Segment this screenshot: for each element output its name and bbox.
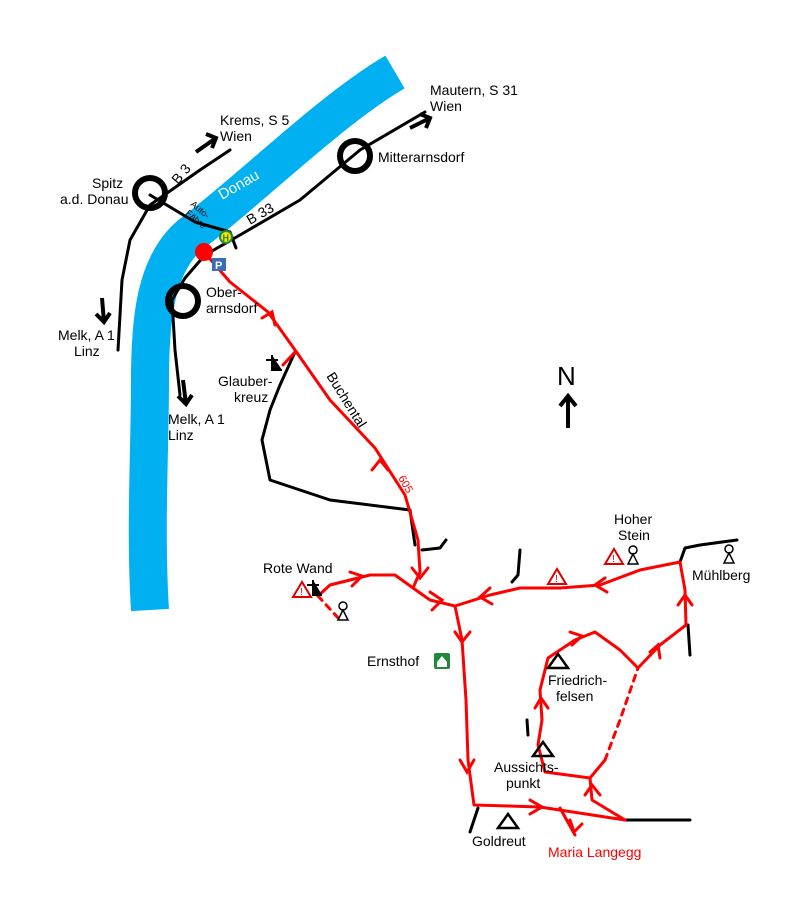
svg-text:Spitz: Spitz [92, 175, 123, 191]
lookout-tower-icon [336, 601, 350, 621]
svg-text:a.d. Donau: a.d. Donau [60, 191, 129, 207]
svg-text:Stein: Stein [618, 527, 650, 543]
svg-text:Linz: Linz [168, 427, 194, 443]
bus-stop-icon [219, 230, 233, 244]
lookout-tower-icon [722, 544, 736, 564]
svg-text:!: ! [612, 554, 615, 565]
svg-text:Mitterarnsdorf: Mitterarnsdorf [378, 149, 464, 165]
town-mitterarnsdorf [337, 138, 373, 174]
svg-text:punkt: punkt [506, 775, 540, 791]
lookout-tower-icon [626, 545, 640, 565]
b3-label: B 3 [168, 160, 194, 187]
cross-icon [307, 580, 322, 596]
danube-river [128, 55, 405, 612]
peak-icon [495, 811, 521, 830]
svg-text:!: ! [555, 574, 558, 585]
cross-icon [266, 355, 282, 371]
svg-text:Linz: Linz [74, 343, 100, 359]
svg-text:Rote Wand: Rote Wand [263, 560, 333, 576]
svg-text:Maria Langegg: Maria Langegg [548, 844, 641, 860]
place-labels: Spitz a.d. Donau Krems, S 5 Wien Mautern… [58, 82, 750, 860]
svg-text:Wien: Wien [220, 128, 252, 144]
start-point [195, 243, 213, 261]
parking-label: P [215, 260, 222, 272]
svg-text:Mühlberg: Mühlberg [692, 567, 750, 583]
direction-arrows [94, 112, 433, 408]
svg-text:Melk, A 1: Melk, A 1 [58, 327, 115, 343]
svg-text:felsen: felsen [556, 688, 593, 704]
peak-icon [530, 739, 556, 758]
svg-text:Mautern, S 31: Mautern, S 31 [430, 82, 518, 98]
svg-text:Wien: Wien [430, 98, 462, 114]
svg-text:kreuz: kreuz [234, 389, 268, 405]
peak-icon [545, 651, 571, 670]
svg-text:Glauber-: Glauber- [218, 373, 273, 389]
compass-north: N [557, 361, 576, 391]
svg-text:Goldreut: Goldreut [472, 833, 526, 849]
parking-icon [212, 258, 226, 271]
svg-text:Friedrich-: Friedrich- [548, 672, 607, 688]
svg-text:Aussichts-: Aussichts- [494, 759, 559, 775]
north-arrow-icon [558, 392, 578, 428]
hut-icon [434, 653, 450, 669]
svg-text:Melk, A 1: Melk, A 1 [168, 411, 225, 427]
svg-text:Hoher: Hoher [614, 511, 652, 527]
bus-stop-label: H [223, 233, 230, 243]
warning-icon: ! [291, 580, 313, 598]
svg-text:arnsdorf: arnsdorf [206, 300, 257, 316]
svg-text:Ober-: Ober- [206, 284, 242, 300]
warning-icon: ! [546, 567, 568, 585]
svg-text:!: ! [300, 587, 303, 598]
town-oberarnsdorf [165, 283, 201, 319]
town-spitz [132, 175, 168, 211]
roads [116, 110, 739, 834]
trail-number: 605 [395, 474, 415, 496]
trail-arrows [260, 309, 694, 835]
svg-text:Krems, S 5: Krems, S 5 [220, 112, 289, 128]
svg-text:Ernsthof: Ernsthof [367, 653, 419, 669]
warning-icon: ! [603, 547, 625, 565]
